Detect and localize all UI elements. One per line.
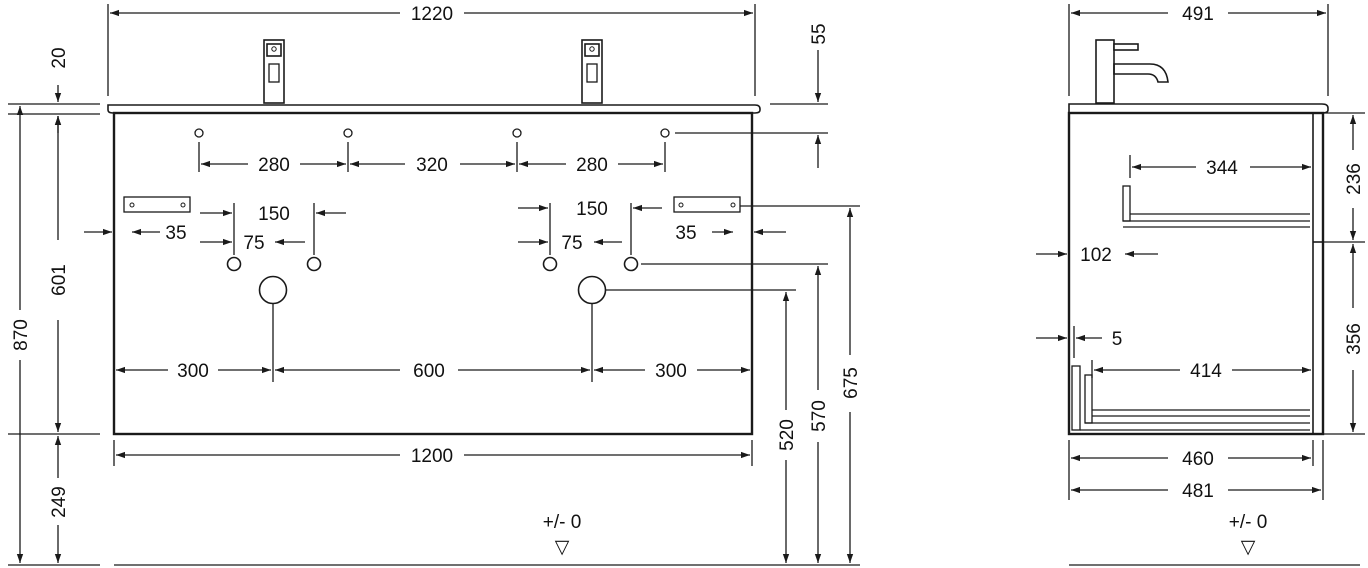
fixing-hole (194, 128, 204, 138)
faucet-left (263, 39, 285, 104)
fixing-hole (660, 128, 670, 138)
countertop (107, 104, 761, 114)
dim-height-drain: 520 (777, 419, 798, 451)
drain-outlet-right (577, 275, 607, 305)
dim-drawer-upper-height: 236 (1344, 163, 1365, 195)
faucet-right (581, 39, 603, 104)
fixing-hole (512, 128, 522, 138)
dim-front-thickness: 5 (1112, 329, 1123, 350)
dim-cabinet-height: 601 (49, 264, 70, 296)
wall-bracket-right (673, 196, 741, 213)
dim-hole-spacing-right: 280 (576, 155, 608, 176)
supply-connection (226, 256, 242, 272)
drain-outlet-left (258, 275, 288, 305)
dim-drawer-lower-height: 356 (1344, 323, 1365, 355)
extension-lines (8, 4, 860, 566)
dim-bracket-offset-left: 35 (165, 223, 186, 244)
lower-drawer (1071, 365, 1310, 431)
dim-top-thickness: 20 (49, 47, 70, 68)
floor-level-symbol: ▽ (555, 537, 570, 558)
dim-height-bracket: 675 (841, 367, 862, 399)
dim-drawer-upper-depth: 344 (1206, 158, 1238, 179)
front-view: 1220 20 55 870 601 249 280 320 280 150 1… (8, 4, 862, 566)
dim-leg-height: 249 (49, 486, 70, 518)
dim-drain-edge-left: 300 (177, 361, 209, 382)
dim-top-width: 1220 (411, 4, 453, 25)
dim-drain-spacing: 600 (413, 361, 445, 382)
side-floor-level-symbol: ▽ (1241, 537, 1256, 558)
dim-drawer-upper-offset: 102 (1080, 245, 1112, 266)
supply-connection (623, 256, 639, 272)
dim-total-height: 870 (11, 319, 32, 351)
wall-bracket-left (123, 196, 191, 213)
dim-depth-top: 491 (1182, 4, 1214, 25)
dim-overflow-height: 55 (809, 23, 830, 44)
dim-hole-spacing-left: 280 (258, 155, 290, 176)
dim-cabinet-width: 1200 (411, 446, 453, 467)
dim-body-depth: 460 (1182, 449, 1214, 470)
side-front-panel (1312, 112, 1324, 435)
side-extension-lines (1068, 4, 1365, 566)
supply-connection (306, 256, 322, 272)
dim-height-taps: 570 (809, 400, 830, 432)
side-dimension-lines (1036, 9, 1357, 494)
dim-total-depth: 481 (1182, 481, 1214, 502)
dim-tap-spacing-left: 150 (258, 204, 290, 225)
fixing-hole (343, 128, 353, 138)
side-floor-level-label: +/- 0 (1229, 512, 1268, 533)
dim-tap-offset-left: 75 (243, 233, 264, 254)
cabinet-body (112, 111, 754, 436)
dim-tap-spacing-right: 150 (576, 199, 608, 220)
side-view: 491 344 236 356 102 5 414 460 481 +/- 0 … (1036, 4, 1365, 566)
side-countertop (1068, 103, 1329, 114)
dim-tap-offset-right: 75 (561, 233, 582, 254)
dim-drain-edge-right: 300 (655, 361, 687, 382)
side-faucet (1095, 39, 1169, 104)
dim-drawer-lower-depth: 414 (1190, 361, 1222, 382)
upper-drawer (1122, 185, 1310, 228)
dim-hole-spacing-middle: 320 (416, 155, 448, 176)
dim-bracket-offset-right: 35 (675, 223, 696, 244)
supply-connection (542, 256, 558, 272)
side-cabinet-body (1067, 111, 1325, 436)
floor-level-label: +/- 0 (543, 512, 582, 533)
dimension-lines (16, 9, 854, 563)
